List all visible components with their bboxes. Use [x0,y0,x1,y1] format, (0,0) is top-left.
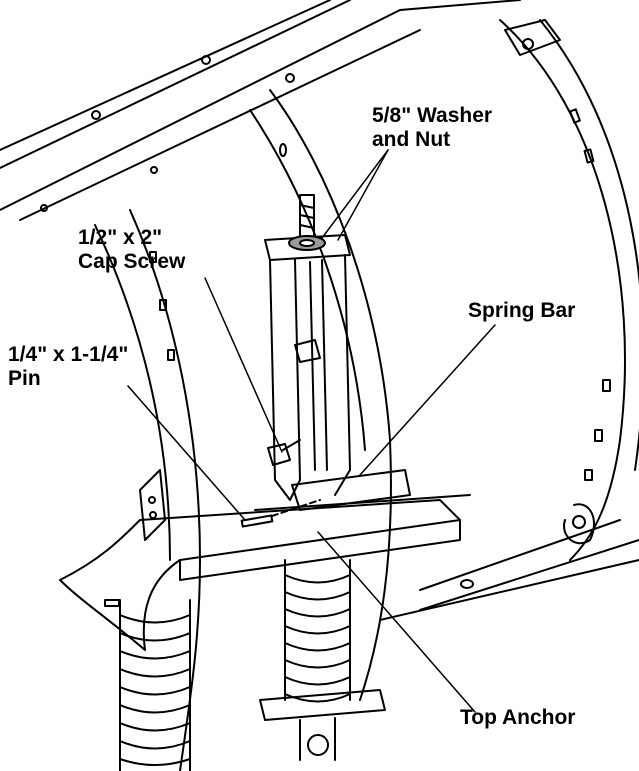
washer-nut-label: 5/8" Washer and Nut [372,104,492,152]
cap-screw-label-line2: Cap Screw [78,250,186,273]
moldboard-top-edge [0,0,521,221]
right-spring [259,559,386,761]
spring-bar-bracket [264,234,411,511]
cap-screw-label: 1/2" x 2" Cap Screw [78,226,185,274]
washer-nut-label-line1: 5/8" Washer [372,104,493,127]
right-curved-rib [499,19,639,561]
top-anchor-label-line1: Top Anchor [460,706,576,729]
top-anchor-plate [59,494,471,651]
middle-curved-rib [249,89,392,701]
left-bracket [139,469,166,541]
stud-washer-nut [288,194,326,251]
top-anchor-label: Top Anchor [460,706,575,730]
pin-label-line1: 1/4" x 1-1/4" [8,343,129,366]
pin [240,499,321,528]
pin-label: 1/4" x 1-1/4" Pin [8,343,128,391]
lower-moldboard [379,519,639,621]
spring-bar-label: Spring Bar [468,299,575,323]
washer-nut-label-line2: and Nut [372,128,451,151]
left-curved-rib [94,209,201,771]
cap-screw [267,439,301,466]
leader-lines [127,149,496,713]
pin-label-line2: Pin [8,367,41,390]
left-spring [119,599,191,771]
spring-bar-label-line1: Spring Bar [468,299,576,322]
cap-screw-label-line1: 1/2" x 2" [78,226,163,249]
